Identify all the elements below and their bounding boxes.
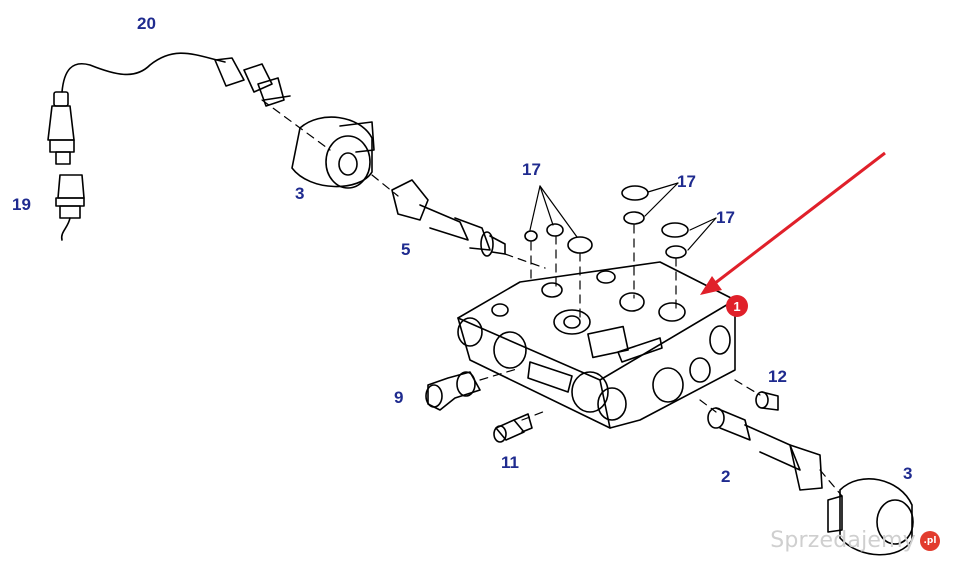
part-label-12: 12 (768, 367, 787, 386)
solenoid-coil-lower (827, 478, 914, 556)
part-label-2: 2 (721, 467, 731, 486)
valve-block-body (457, 261, 736, 429)
part-label-3-lower: 3 (903, 464, 913, 483)
check-valve-12 (755, 391, 779, 411)
part-label-5: 5 (401, 240, 411, 259)
plug-9 (425, 371, 481, 411)
valve-cartridge-2 (707, 407, 823, 491)
part-label-17-lower-right: 17 (716, 208, 735, 227)
part-label-11: 11 (501, 453, 519, 472)
part-label-19: 19 (12, 195, 31, 214)
seal-rings (524, 185, 689, 259)
part-label-20: 20 (137, 14, 156, 33)
part-label-17-left: 17 (522, 160, 541, 179)
highlight-arrow (700, 151, 886, 295)
plug-11 (493, 413, 533, 443)
part-label-3-upper: 3 (295, 184, 305, 203)
watermark-suffix: .pl (920, 530, 940, 551)
valve-cartridge-5 (391, 179, 506, 257)
sensor-cable-assembly (47, 52, 226, 241)
callout-badge: 1 (726, 295, 748, 317)
part-label-17-upper-right: 17 (677, 172, 696, 191)
part-label-9: 9 (394, 388, 404, 407)
solenoid-coil-upper (291, 116, 375, 189)
watermark: Sprzedajemy .pl (770, 528, 940, 553)
watermark-text: Sprzedajemy (770, 528, 916, 553)
coil-connector-top (214, 57, 291, 107)
